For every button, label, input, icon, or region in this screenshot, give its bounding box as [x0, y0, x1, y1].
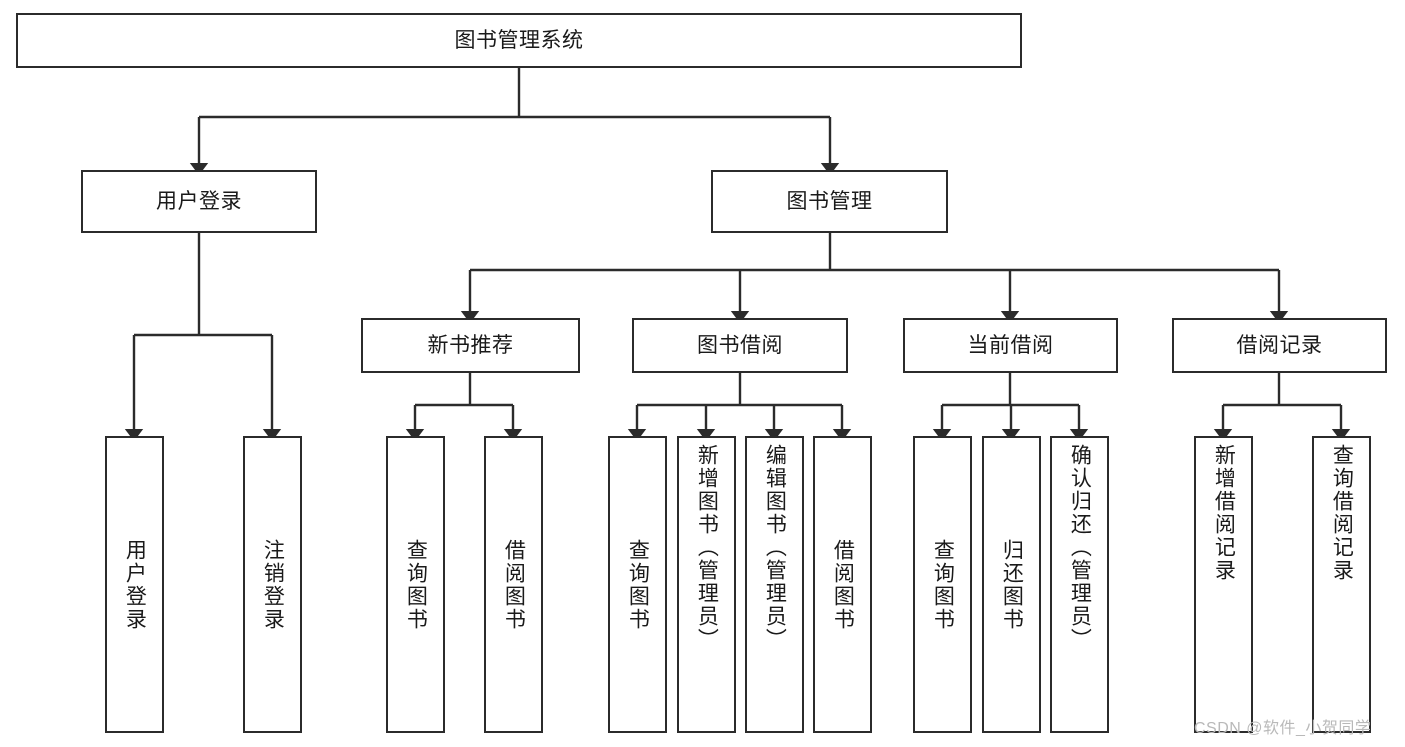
node-user-login[interactable]: 用户登录 — [81, 170, 317, 233]
node-leaf-user-login[interactable]: 用户登录 — [105, 436, 164, 733]
node-label: 用户登录 — [156, 189, 242, 213]
node-leaf-query-book-borrow[interactable]: 查询图书 — [608, 436, 667, 733]
node-root[interactable]: 图书管理系统 — [16, 13, 1022, 68]
node-label: 用户登录 — [123, 538, 147, 631]
node-leaf-query-book-current[interactable]: 查询图书 — [913, 436, 972, 733]
node-leaf-edit-book[interactable]: 编辑图书（管理员） — [745, 436, 804, 733]
node-label: 查询图书 — [931, 538, 955, 631]
node-label: 新增借阅记录 — [1212, 444, 1236, 582]
node-leaf-borrow-book[interactable]: 借阅图书 — [813, 436, 872, 733]
node-label: 查询图书 — [404, 538, 428, 631]
node-label: 查询借阅记录 — [1330, 444, 1354, 582]
node-leaf-return-book[interactable]: 归还图书 — [982, 436, 1041, 733]
node-label: 新增图书（管理员） — [695, 444, 719, 651]
node-label: 借阅图书 — [502, 538, 526, 631]
node-leaf-query-record[interactable]: 查询借阅记录 — [1312, 436, 1371, 733]
node-label: 编辑图书（管理员） — [763, 444, 787, 651]
node-label: 图书管理系统 — [454, 28, 584, 52]
node-label: 查询图书 — [626, 538, 650, 631]
node-leaf-user-logout[interactable]: 注销登录 — [243, 436, 302, 733]
node-label: 借阅记录 — [1236, 333, 1323, 357]
node-label: 新书推荐 — [427, 333, 514, 357]
node-book-borrow[interactable]: 图书借阅 — [632, 318, 848, 373]
node-label: 确认归还（管理员） — [1068, 444, 1092, 651]
node-label: 当前借阅 — [967, 333, 1054, 357]
node-leaf-add-record[interactable]: 新增借阅记录 — [1194, 436, 1253, 733]
node-leaf-confirm-return[interactable]: 确认归还（管理员） — [1050, 436, 1109, 733]
node-leaf-borrow-book-new[interactable]: 借阅图书 — [484, 436, 543, 733]
node-label: 图书借阅 — [697, 333, 783, 357]
node-label: 借阅图书 — [831, 538, 855, 631]
node-borrow-record[interactable]: 借阅记录 — [1172, 318, 1387, 373]
node-leaf-add-book[interactable]: 新增图书（管理员） — [677, 436, 736, 733]
node-book-manage[interactable]: 图书管理 — [711, 170, 948, 233]
node-label: 注销登录 — [261, 538, 285, 631]
node-label: 图书管理 — [786, 189, 873, 213]
node-leaf-query-book-new[interactable]: 查询图书 — [386, 436, 445, 733]
node-current-borrow[interactable]: 当前借阅 — [903, 318, 1118, 373]
node-label: 归还图书 — [1000, 538, 1024, 631]
tree-connectors — [124, 68, 1351, 442]
node-new-book-recommend[interactable]: 新书推荐 — [361, 318, 580, 373]
